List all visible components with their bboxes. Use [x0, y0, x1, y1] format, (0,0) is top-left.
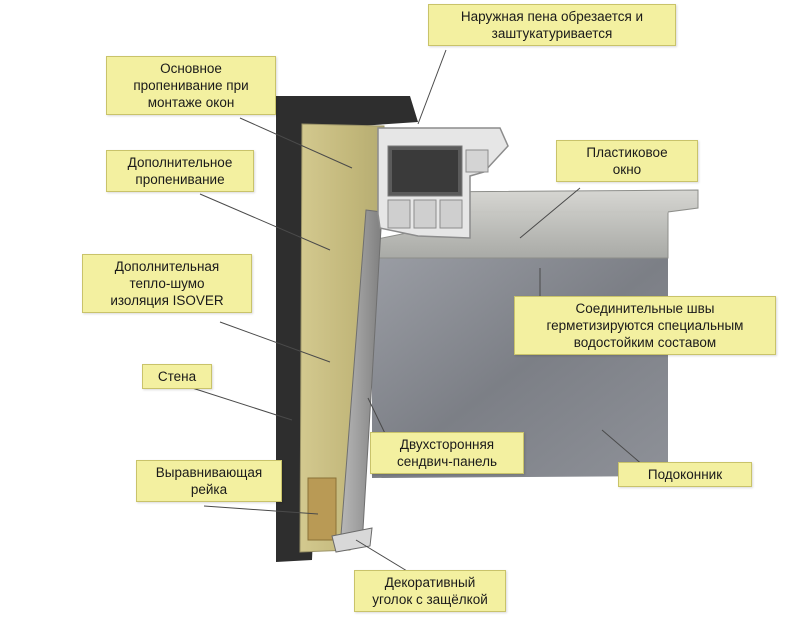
- leader-extra-foam: [199, 193, 331, 251]
- callout-decorative-corner: Декоративный уголок с защёлкой: [354, 570, 506, 612]
- callout-outer-foam: Наружная пена обрезается и заштукатурива…: [428, 4, 676, 46]
- callout-extra-foam: Дополнительное пропенивание: [106, 150, 254, 192]
- decorative-corner: [331, 527, 373, 553]
- leader-insulation: [219, 321, 331, 363]
- leader-main-foam: [239, 117, 353, 169]
- leader-wall: [185, 385, 293, 421]
- leader-window-sill: [601, 429, 645, 467]
- callout-leveling-strip: Выравнивающая рейка: [136, 460, 282, 502]
- callout-wall: Стена: [142, 364, 212, 389]
- leveling-strip: [307, 477, 337, 541]
- plastic-window-profile: [377, 127, 509, 239]
- callout-insulation: Дополнительная тепло-шумо изоляция ISOVE…: [82, 254, 252, 313]
- callout-main-foam: Основное пропенивание при монтаже окон: [106, 56, 276, 115]
- leader-decorative-corner: [355, 539, 413, 575]
- leader-plastic-window: [519, 187, 581, 239]
- leader-outer-foam: [417, 49, 447, 125]
- leader-leveling-strip: [203, 505, 319, 515]
- callout-plastic-window: Пластиковое окно: [556, 140, 698, 182]
- leader-lines: [185, 49, 645, 575]
- callout-joint-seams: Соединительные швы герметизируются специ…: [514, 296, 776, 355]
- callout-window-sill: Подоконник: [618, 462, 752, 487]
- callout-sandwich-panel: Двухсторонняя сендвич-панель: [370, 432, 524, 474]
